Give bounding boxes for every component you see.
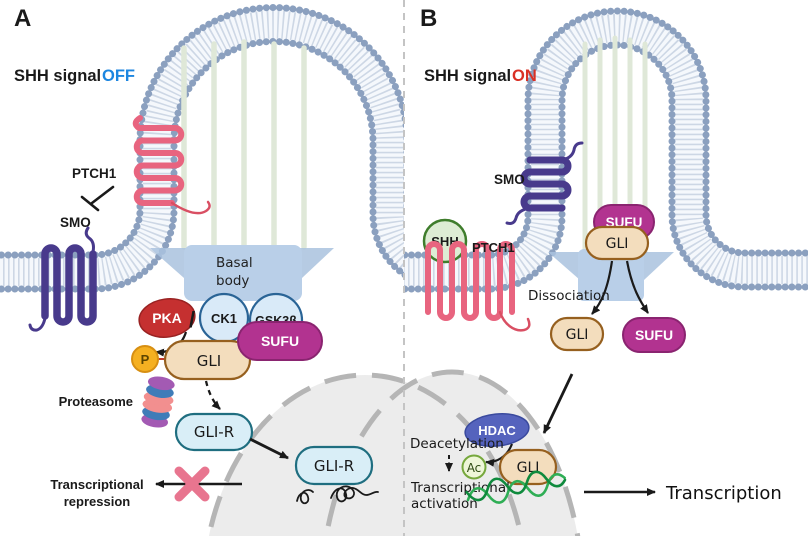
panel-a-label: A [14,5,31,32]
activation-label-line2: activation [411,496,478,512]
ptch1-b-label: PTCH1 [472,240,515,255]
pka-oval [138,298,196,338]
ptch1-receptor-b [425,241,531,332]
nucleus-envelope-b [323,369,581,536]
sufu-free-label: SUFU [635,327,673,343]
smo-receptor-b [505,141,584,225]
sufu-pill-a [237,321,323,361]
transcription-label: Transcription [665,483,782,504]
smo-b-serpentine [520,156,572,212]
smo-a-serpentine [41,244,97,326]
proteasome-icon [141,376,175,428]
ptch1-receptor-a [132,115,211,215]
repression-label-line1: Transcriptional [50,477,143,492]
proteasome-label: Proteasome [59,394,133,409]
slash-separator: / [189,307,195,332]
gli-nuclear-import-arrow [542,373,574,434]
smo-a-nterm [84,226,95,254]
ck1-label: CK1 [211,311,237,326]
glir-pill [174,412,254,452]
gli-pill-b [584,225,650,261]
sufu-free-pill [622,317,686,353]
panel-a-title: SHH signal [14,67,101,85]
smo-b-label: SMO [494,172,525,187]
bead-row-outer-a [0,4,404,259]
ptch1-a-tail [170,200,211,215]
axoneme-a [181,39,307,250]
shh-ligand [422,218,468,264]
repression-label-line2: repression [64,494,131,509]
gli-a-label: GLI [197,352,221,370]
gli-free-label: GLI [566,327,589,343]
deacetylation-arrow [485,443,514,467]
processing-arrow [204,380,221,410]
smo-b-nterm [560,141,584,162]
smo-receptor-a [28,226,97,332]
panel-b-title: SHH signal [424,67,511,85]
smo-b-cterm [505,206,532,225]
glir-nuclear-import-arrow [249,437,289,460]
panel-b-state-on: ON [512,67,537,85]
ptch1-a-serpentine [132,115,185,206]
smo-a-cterm [28,316,47,332]
panel-a-state-off: OFF [102,67,135,85]
basal-body-a-box [184,245,302,301]
smo-a-label: SMO [60,215,91,230]
gli-nuclear-label: GLI [517,460,540,476]
ac-circle [461,454,487,480]
basal-body-a: Basal body [150,245,334,301]
basal-body-label-line2: body [216,273,249,289]
deacetylation-label: Deacetylation [410,436,504,452]
bead-row-outer-b [404,7,808,259]
lipid-tails-b [404,14,808,286]
nucleus-lobe-b [326,372,578,536]
dissociation-arrow-right [625,260,649,314]
lipid-tails-a [0,10,404,286]
panel-b-label: B [420,5,437,32]
hdac-oval [464,412,530,448]
sufu-a-label: SUFU [261,333,299,349]
blocked-x-icon [174,466,210,502]
gli-sufu-complex-a: SUFU GLI P [131,321,323,381]
glir-nuclear-pill [294,445,374,486]
glir-label: GLI-R [194,423,234,441]
phospho-label: P [141,352,150,367]
kinase-complex: PKA / CK1 GSK3β [138,292,304,357]
activation-label-line1: Transcriptional [410,480,510,496]
gli-free-pill [549,316,605,352]
gli-pill-a [163,339,252,381]
dissociation-label: Dissociation [528,288,610,304]
ac-label: Ac [467,461,482,475]
ptch1-a-label: PTCH1 [72,166,117,181]
inhibition-tack [80,185,115,212]
gli-b-label: GLI [606,236,629,252]
dna-black-squiggle [296,485,379,505]
pka-label: PKA [152,310,182,326]
glir-nuclear-label: GLI-R [314,457,354,475]
ptch1-b-tail [498,310,531,332]
dissociation-arrow-left [591,260,614,315]
basal-body-label-line1: Basal [216,255,253,271]
dna-green-helix [465,470,567,504]
hdac-label: HDAC [478,423,516,438]
phospho-circle [131,345,159,373]
